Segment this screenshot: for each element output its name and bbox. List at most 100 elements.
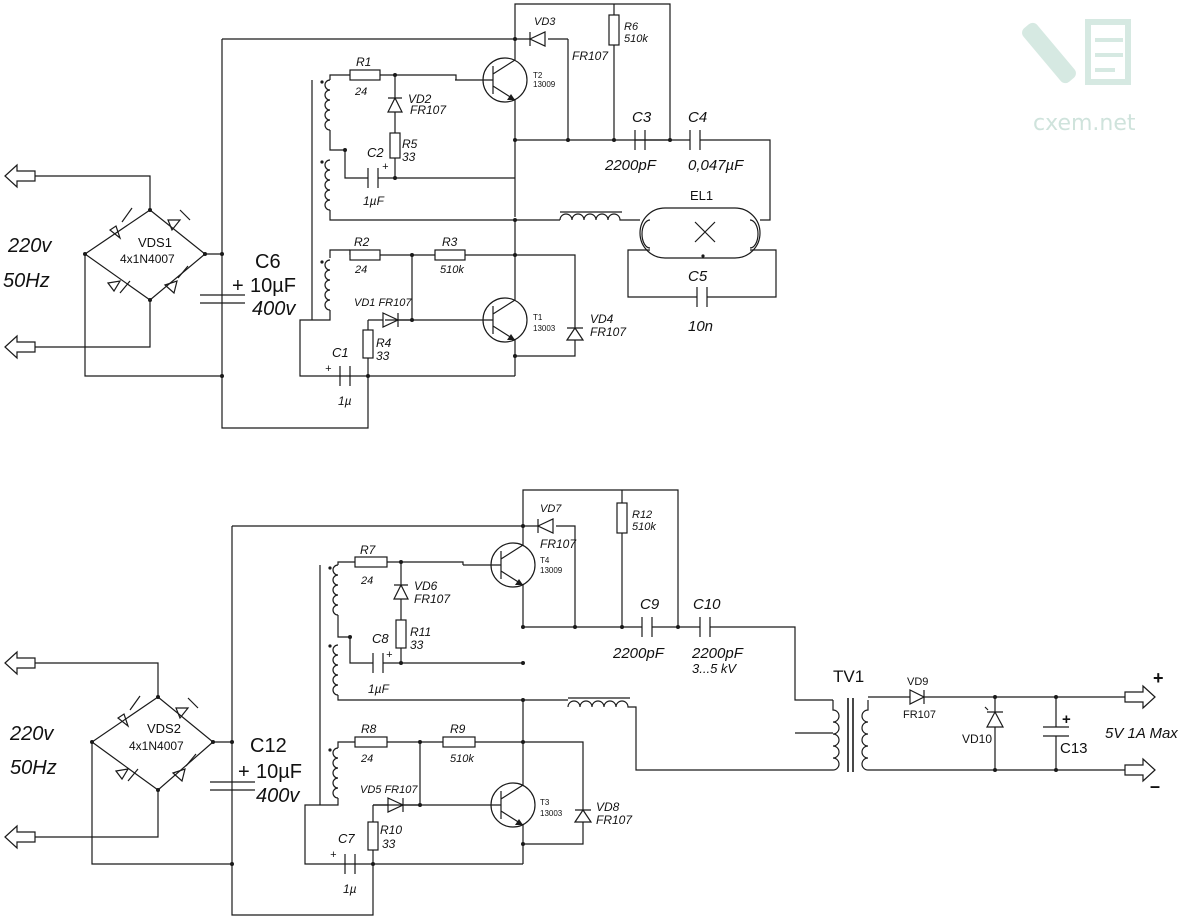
bottom-r8-name-label: R8 [361,722,377,736]
top-r6-value-label: 510k [624,33,648,45]
top-c5-value-label: 10n [688,318,713,335]
cxem-logo: cxem.net [1022,19,1136,136]
bottom-r7-value-label: 24 [360,575,373,587]
bottom-r9-value-label: 510k [450,753,474,765]
top-input-voltage: 220v [7,235,52,257]
bottom-t4-name-label: T4 [540,556,550,565]
c6-voltage: 400v [252,298,296,320]
top-c5-name-label: C5 [688,268,708,285]
top-vd4-name-label: VD4 [590,312,614,326]
top-c2-name-label: C2 [367,145,384,160]
bottom-input_voltage-label: 220v [9,723,54,745]
bottom-output-plus-label: + [1153,668,1164,688]
bottom-c8-name-label: C8 [372,631,389,646]
top-r1-name-label: R1 [356,55,371,69]
bottom-c8-plus-label: + [386,649,393,661]
bottom-r10-value-label: 33 [382,837,396,851]
top-c2-value-label: 1µF [363,194,385,208]
bottom-c10-name-label: C10 [693,596,721,613]
bottom-c13-plus-label: + [1062,711,1071,728]
top-c1-value-label: 1µ [338,394,352,408]
top-c1-name-label: C1 [332,345,349,360]
bottom-vd8-name-label: VD8 [596,800,620,814]
bottom-vd7-part-label: FR107 [540,537,577,551]
el1-lamp [639,207,761,259]
bottom-c12-plus-label: + [238,761,250,783]
top-r3-name-label: R3 [442,235,458,249]
top-r6-name-label: R6 [624,21,639,33]
bottom-vd9-part-label: FR107 [903,709,936,721]
top-input-freq: 50Hz [3,270,50,292]
bottom-c7-value-label: 1µ [343,882,357,896]
input-terminal-2 [4,335,36,359]
r6-resistor [608,14,620,46]
bottom-r8-value-label: 24 [360,753,373,765]
top-vd3-part-label: FR107 [572,49,609,63]
bottom-r11-value-label: 33 [410,638,424,652]
top-c3-name-label: C3 [632,109,652,126]
top-r4-name-label: R4 [376,336,392,350]
top-c3-value-label: 2200pF [604,157,657,174]
bottom-c12-value-label: 10µF [256,761,302,783]
top-r5-value-label: 33 [402,150,416,164]
bottom-vd8-part-label: FR107 [596,813,633,827]
output-rating: 5V 1A Max [1105,725,1178,742]
bottom-c7-plus-label: + [330,849,337,861]
bottom-r12-value-label: 510k [632,521,656,533]
top-t2-part-label: 13009 [533,80,556,89]
top-t1-part-label: 13003 [533,324,556,333]
bottom-t3-part-label: 13003 [540,809,563,818]
vds1-label: VDS1 [138,235,172,250]
top-r1-value-label: 24 [354,86,367,98]
bottom-r7-name-label: R7 [360,543,377,557]
top-r2-value-label: 24 [354,264,367,276]
top-circuit: VDS1 4x1N4007 220v 50Hz C6 + 10µF 400v V… [3,3,777,429]
bottom-r11-name-label: R11 [410,625,431,639]
top-c2-plus-label: + [382,161,389,173]
top-c6-plus-label: + [232,275,244,297]
bottom-output-minus-label: – [1150,776,1160,796]
bottom-t3-name-label: T3 [540,798,550,807]
bridge-diodes-1 [106,207,191,295]
top-c4-value-label: 0,047µF [688,157,744,174]
bottom-c12-name-label: C12 [250,735,287,757]
bottom-c13-name-label: C13 [1060,740,1088,757]
bottom-r9-name-label: R9 [450,722,466,736]
top-r5-name-label: R5 [402,137,418,151]
c6-value: 10µF [250,275,296,297]
bottom-vd7-name-label: VD7 [540,503,562,515]
top-r2-name-label: R2 [354,235,370,249]
top-c4-name-label: C4 [688,109,707,126]
t3-transistor [490,782,536,828]
c6-label: C6 [255,251,281,273]
top-r3-value-label: 510k [440,264,464,276]
bottom-c9-value-label: 2200pF [612,645,665,662]
bottom-c10-voltage-label: 3...5 kV [692,661,737,676]
tv1-label: TV1 [833,667,864,686]
input-terminal-4 [4,825,36,849]
bottom-c10-value-label: 2200pF [691,645,744,662]
top-vd2-name-label: VD2 [408,92,432,106]
output-positive-terminal [1124,685,1156,709]
t1-transistor [482,297,528,343]
vds1-part: 4x1N4007 [120,252,175,266]
top-vd4-part-label: FR107 [590,325,627,339]
bottom-vd6-part-label: FR107 [414,592,451,606]
bottom-r10-name-label: R10 [380,823,402,837]
bottom-vd5-name-label: VD5 FR107 [360,784,418,796]
bottom-r12-name-label: R12 [632,509,652,521]
top-vd2-part-label: FR107 [410,103,447,117]
bottom-vd9-name-label: VD9 [907,676,928,688]
top-c1-plus-label: + [325,363,332,375]
logo-text-label: cxem.net [1033,111,1136,136]
bottom-t4-part-label: 13009 [540,566,563,575]
top-t2-name-label: T2 [533,71,543,80]
input-terminal-3 [4,651,36,675]
input-terminal-1 [4,164,36,188]
top-vd3-name-label: VD3 [534,16,556,28]
bottom-c7-name-label: C7 [338,831,355,846]
bottom-c12-voltage-label: 400v [256,785,300,807]
bottom-vd10-name-label: VD10 [962,732,992,746]
el1-label: EL1 [690,188,713,203]
